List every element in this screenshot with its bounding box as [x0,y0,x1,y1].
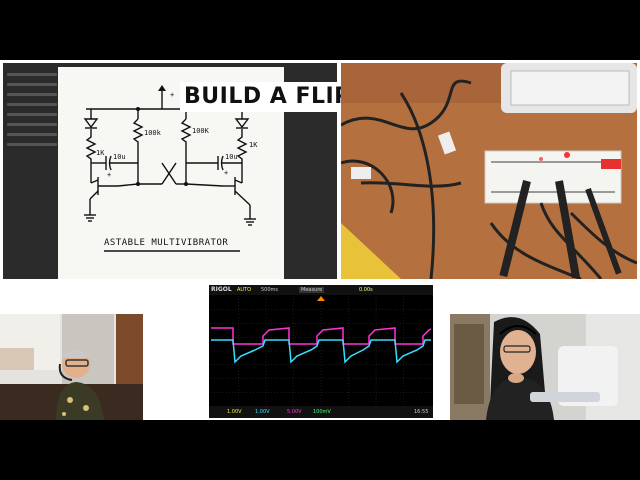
scope-plot [211,296,431,406]
cyan-trace [211,339,431,364]
scope-bottom-bar: 1.00V 1.00V 5.00V 100mV 16:55 [209,406,433,418]
schematic-caption: ASTABLE MULTIVIBRATOR [104,238,228,248]
scope-ch2: 1.00V [255,409,270,415]
label-r3: 100K [192,127,210,135]
label-plus2: + [224,169,228,177]
scope-ch3: 5.00V [287,409,302,415]
scope-mode: AUTO [237,287,252,293]
scope-brand: RIGOL [211,286,232,293]
label-c1: 10u [113,153,126,161]
label-plus1: + [107,171,111,179]
schematic-drawing: 1K 100k 100K 1K 10u 10u + + + ASTABLE MU… [83,85,258,252]
label-r1: 1K [96,149,105,157]
scope-clock: 16:55 [414,409,429,415]
sidebar-list [7,73,57,153]
scope-timebase: 500ms [261,287,279,293]
label-vplus: + [170,91,174,99]
scope-top-bar: RIGOL AUTO 500ms Measure 0.00s [209,285,433,295]
label-r2: 100k [144,129,162,137]
scope-ch1: 1.00V [227,409,242,415]
label-c2: 10u [225,153,238,161]
scope-measure-button[interactable]: Measure [299,287,325,293]
magenta-trace [211,327,431,345]
label-r4: 1K [249,141,258,149]
oscilloscope-display: RIGOL AUTO 500ms Measure 0.00s [209,285,433,418]
scope-ch4: 100mV [313,409,331,415]
webcam-guest [450,314,640,420]
breadboard-photo [341,63,637,279]
stream-canvas: 1K 100k 100K 1K 10u 10u + + + ASTABLE MU… [0,60,640,420]
webcam-host [0,314,143,420]
scope-offset: 0.00s [359,287,373,293]
